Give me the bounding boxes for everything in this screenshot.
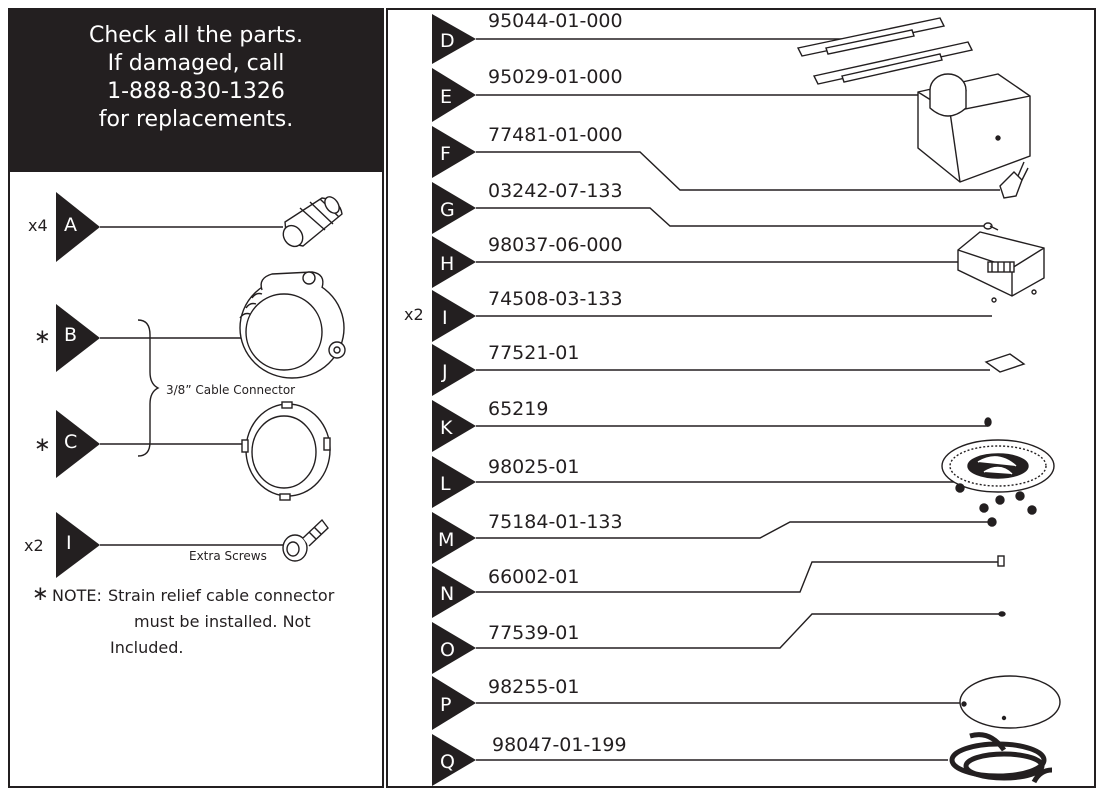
callout-triangle-i-right xyxy=(432,290,476,342)
qty-b: ∗ xyxy=(34,324,51,348)
grille-icon xyxy=(941,439,1055,493)
callout-triangle-i-left xyxy=(56,512,100,578)
label-plate-icon xyxy=(984,353,1026,373)
callout-triangle-d xyxy=(432,14,476,64)
qty-c: ∗ xyxy=(34,432,51,456)
callout-triangle-p xyxy=(432,676,476,730)
letter-d: D xyxy=(440,30,455,52)
leader-line-g xyxy=(476,207,984,227)
letter-j: J xyxy=(442,361,448,383)
part-number-m: 75184-01-133 xyxy=(488,511,623,533)
callout-triangle-f xyxy=(432,126,476,178)
callout-triangle-h xyxy=(432,236,476,288)
callout-triangle-e xyxy=(432,68,476,122)
part-number-j: 77521-01 xyxy=(488,342,580,364)
extra-screws-label: Extra Screws xyxy=(189,549,267,563)
grille-screw-icon xyxy=(984,417,992,427)
hanger-bars-icon xyxy=(796,17,974,85)
letter-b: B xyxy=(64,324,78,346)
header-line-3: 1-888-830-1326 xyxy=(107,79,285,104)
callout-triangle-o xyxy=(432,622,476,674)
letter-m: M xyxy=(438,529,455,551)
lens-icon xyxy=(959,675,1061,729)
part-number-f: 77481-01-000 xyxy=(488,124,623,146)
gasket-icon xyxy=(949,732,1053,784)
small-clip-icon xyxy=(998,611,1006,617)
letter-g: G xyxy=(440,199,455,221)
letter-o: O xyxy=(440,639,455,661)
qty-a: x4 xyxy=(28,216,48,235)
qty-i-right: x2 xyxy=(404,305,424,324)
callout-triangle-a xyxy=(56,192,100,262)
callout-triangle-q xyxy=(432,734,476,786)
qty-i-left: x2 xyxy=(24,536,44,555)
callout-triangle-l xyxy=(432,456,476,508)
letter-f: F xyxy=(440,143,451,165)
locknut-icon xyxy=(241,401,331,501)
part-number-g: 03242-07-133 xyxy=(488,180,623,202)
letter-h: H xyxy=(440,253,455,275)
letter-e: E xyxy=(440,86,453,108)
note-marker: ∗ xyxy=(32,581,49,605)
part-number-i: 74508-03-133 xyxy=(488,288,623,310)
part-number-p: 98255-01 xyxy=(488,676,580,698)
letter-i-right: I xyxy=(442,307,448,329)
cable-connector-label: 3/8” Cable Connector xyxy=(166,383,296,397)
note-line-2: must be installed. Not xyxy=(134,612,311,631)
callout-triangle-g xyxy=(432,182,476,234)
letter-n: N xyxy=(440,583,455,605)
part-number-l: 98025-01 xyxy=(488,456,580,478)
letter-l: L xyxy=(440,473,451,495)
leader-line-f xyxy=(476,151,1000,191)
motor-plug-icon xyxy=(999,161,1029,199)
part-number-n: 66002-01 xyxy=(488,566,580,588)
callout-triangle-b xyxy=(56,304,100,372)
letter-i-left: I xyxy=(66,532,72,554)
note-line-1: Strain relief cable connector xyxy=(108,586,335,605)
part-number-o: 77539-01 xyxy=(488,622,580,644)
cable-connector-icon xyxy=(239,271,346,379)
cable-connector-bracket xyxy=(137,319,160,457)
fan-housing-icon xyxy=(917,73,1031,183)
callout-triangle-m xyxy=(432,512,476,564)
part-number-e: 95029-01-000 xyxy=(488,66,623,88)
part-number-h: 98037-06-000 xyxy=(488,234,623,256)
note-label: NOTE: xyxy=(52,586,102,605)
letter-c: C xyxy=(64,431,78,453)
blower-icon xyxy=(957,231,1045,297)
leader-line-o xyxy=(476,613,1000,649)
small-screw-icon xyxy=(983,222,999,231)
tiny-screw-icon xyxy=(991,297,997,303)
left-parts-panel xyxy=(8,172,384,788)
callout-triangle-c xyxy=(56,410,100,478)
note-line-3: Included. xyxy=(110,638,184,657)
bulb-icon xyxy=(997,555,1005,567)
leader-line-n xyxy=(476,561,1000,593)
extra-screw-icon xyxy=(282,518,329,562)
letter-a: A xyxy=(64,214,77,236)
header-line-1: Check all the parts. xyxy=(88,23,304,48)
part-number-k: 65219 xyxy=(488,398,549,420)
callout-triangle-k xyxy=(432,400,476,452)
callout-triangle-n xyxy=(432,566,476,618)
callout-triangle-j xyxy=(432,344,476,396)
letter-k: K xyxy=(440,417,453,439)
leader-line-m xyxy=(476,521,990,539)
grille-nuts-icon xyxy=(979,491,1037,527)
part-number-d: 95044-01-000 xyxy=(488,10,623,32)
letter-q: Q xyxy=(440,751,455,773)
header-line-2: If damaged, call xyxy=(107,51,285,76)
header-box: Check all the parts. If damaged, call 1-… xyxy=(8,8,384,172)
wire-nut-icon xyxy=(282,196,343,248)
header-line-4: for replacements. xyxy=(98,107,294,132)
part-number-q: 98047-01-199 xyxy=(492,734,627,756)
letter-p: P xyxy=(440,694,452,716)
